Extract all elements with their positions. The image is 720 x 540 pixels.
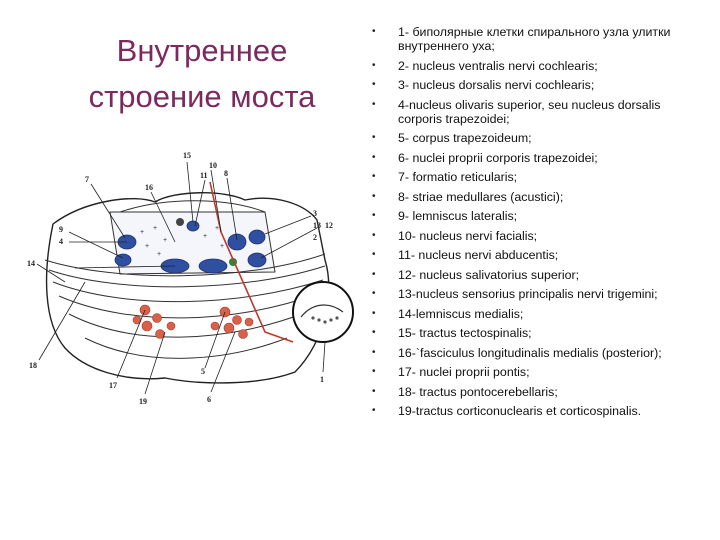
pontine-nucleus — [232, 315, 242, 325]
fiber-curve-4 — [58, 293, 318, 319]
nucleus-cochlearis-dorsalis — [248, 229, 266, 245]
diagram-label-15: 15 — [183, 151, 191, 160]
svg-text:+: + — [215, 225, 219, 232]
reticular-formation-marks: +++ +++ ++ — [140, 225, 224, 258]
diagram-label-17: 17 — [109, 381, 117, 390]
ventricle-floor — [119, 200, 266, 213]
diagram-label-3: 3 — [313, 209, 317, 218]
fiber-curve-6 — [84, 337, 288, 359]
diagram-label-13: 13 — [313, 221, 321, 230]
diagram-label-1: 1 — [320, 375, 324, 384]
pontine-nucleus — [152, 313, 162, 323]
slide-title: Внутреннее строение моста — [52, 28, 352, 120]
legend-item: 6- nuclei proprii corporis trapezoidei; — [372, 151, 707, 165]
legend-item: 1- биполярные клетки спирального узла ул… — [372, 25, 707, 53]
pontine-nucleus — [210, 321, 220, 331]
title-line-2: строение моста — [88, 79, 316, 114]
diagram-label-10: 10 — [209, 161, 217, 170]
blue-nuclei-group — [114, 220, 267, 274]
svg-text:+: + — [140, 229, 144, 236]
fiber-curve-1 — [44, 253, 326, 277]
diagram-label-19: 19 — [139, 397, 147, 406]
legend-item: 12- nucleus salivatorius superior; — [372, 268, 707, 282]
lemniscus-medialis-right — [198, 258, 228, 274]
legend-item: 14-lemniscus medialis; — [372, 307, 707, 321]
diagram-label-5: 5 — [201, 367, 205, 376]
leader-lines — [36, 161, 326, 395]
svg-text:+: + — [220, 243, 224, 250]
diagram-label-6: 6 — [207, 395, 211, 404]
diagram-label-12: 12 — [325, 221, 333, 230]
pontine-nucleus — [244, 317, 254, 327]
diagram-label-14: 14 — [27, 259, 35, 268]
striae-medullares-tract — [209, 181, 294, 343]
svg-text:+: + — [157, 251, 161, 258]
legend-item: 16-`fasciculus longitudinalis medialis (… — [372, 346, 707, 360]
svg-text:+: + — [145, 243, 149, 250]
legend-item: 3- nucleus dorsalis nervi cochlearis; — [372, 78, 707, 92]
legend-item: 7- formatio reticularis; — [372, 170, 707, 184]
spiral-ganglion — [300, 304, 344, 318]
cochlea-inset — [292, 281, 354, 343]
fasciculus-longitudinalis — [176, 218, 184, 226]
legend-item: 11- nucleus nervi abducentis; — [372, 248, 707, 262]
ganglion-cells — [311, 316, 339, 324]
legend-item: 10- nucleus nervi facialis; — [372, 229, 707, 243]
svg-text:+: + — [203, 233, 207, 240]
legend-item: 19-tractus corticonuclearis et corticosp… — [372, 404, 707, 418]
legend-item: 13-nucleus sensorius principalis nervi t… — [372, 287, 707, 301]
pontine-nucleus — [166, 321, 176, 331]
diagram-label-8: 8 — [224, 169, 228, 178]
legend-item: 2- nucleus ventralis nervi cochlearis; — [372, 59, 707, 73]
title-line-1: Внутреннее — [116, 33, 288, 68]
legend-item: 18- tractus pontocerebellaris; — [372, 385, 707, 399]
fiber-curve-2 — [48, 265, 326, 288]
diagram-label-16: 16 — [145, 183, 153, 192]
legend-item: 15- tractus tectospinalis; — [372, 326, 707, 340]
fiber-curve-5 — [68, 311, 308, 338]
fiber-curve-3 — [52, 279, 324, 303]
legend-item: 9- lemniscus lateralis; — [372, 209, 707, 223]
diagram-label-11: 11 — [200, 171, 208, 180]
nucleus-cochlearis-ventralis — [247, 252, 267, 268]
diagram-label-7: 7 — [85, 175, 89, 184]
legend-item: 4-nucleus olivaris superior, seu nucleus… — [372, 98, 707, 126]
legend-item: 17- nuclei proprii pontis; — [372, 365, 707, 379]
pontine-nucleus — [238, 329, 248, 339]
diagram-label-2: 2 — [313, 233, 317, 242]
legend-item: 5- corpus trapezoideum; — [372, 131, 707, 145]
nucleus-abducentis — [186, 220, 200, 232]
pontine-nucleus — [141, 320, 153, 332]
diagram-label-9: 9 — [59, 225, 63, 234]
red-nuclei-group — [132, 304, 254, 339]
legend-list: 1- биполярные клетки спирального узла ул… — [372, 25, 707, 424]
diagram-label-4: 4 — [59, 237, 63, 246]
pontine-nucleus — [223, 322, 235, 334]
diagram-label-18: 18 — [29, 361, 37, 370]
pons-cross-section-diagram: +++ +++ ++ — [27, 151, 354, 406]
legend-item: 8- striae medullares (acustici); — [372, 190, 707, 204]
nucleus-olivaris-left-2 — [114, 253, 132, 267]
svg-text:+: + — [163, 237, 167, 244]
nucleus-facialis — [227, 233, 247, 251]
svg-text:+: + — [153, 225, 157, 232]
